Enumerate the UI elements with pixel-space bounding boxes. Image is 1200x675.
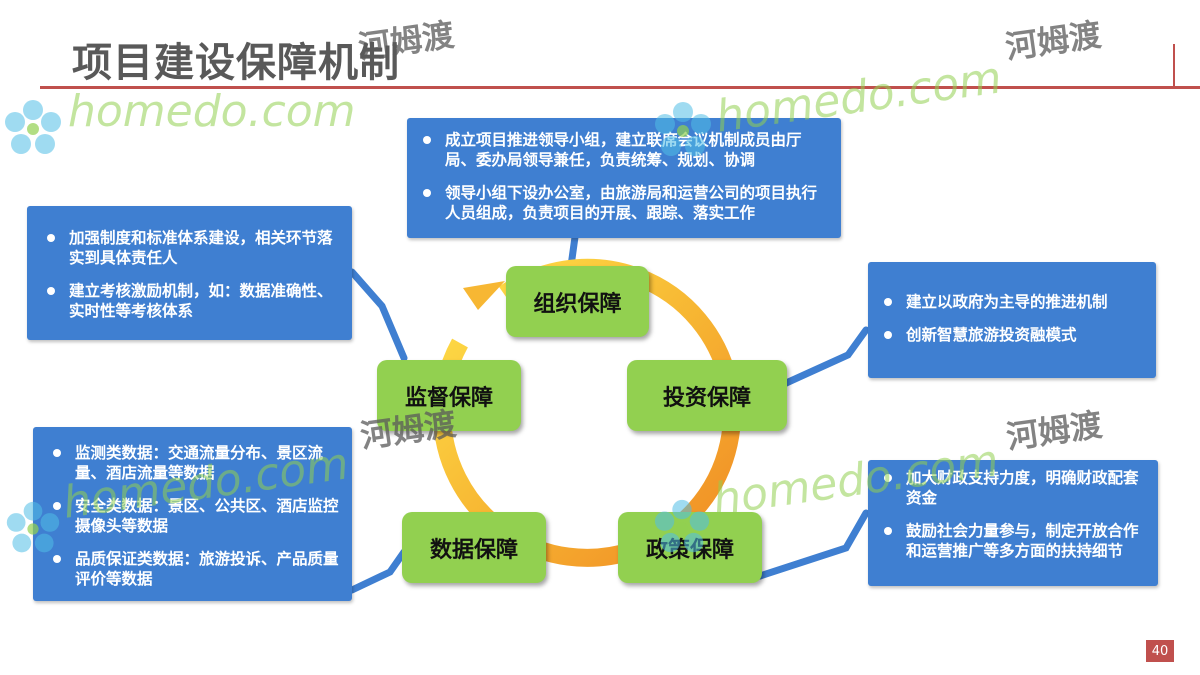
callout-org-item: 成立项目推进领导小组，建立联席会议机制成员由厅局、委办局领导兼任，负责统筹、规划… [421,130,831,170]
ring-arrowhead [463,281,505,310]
callout-org-item: 领导小组下设办公室，由旅游局和运营公司的项目执行人员组成，负责项目的开展、跟踪、… [421,183,831,223]
callout-supervise-item: 加强制度和标准体系建设，相关环节落实到具体责任人 [45,228,340,268]
callout-policy-item: 鼓励社会力量参与，制定开放合作和运营推广等多方面的扶持细节 [882,521,1148,561]
callout-policy: 加大财政支持力度，明确财政配套资金 鼓励社会力量参与，制定开放合作和运营推广等多… [868,460,1158,586]
node-data: 数据保障 [402,512,546,583]
callout-invest: 建立以政府为主导的推进机制 创新智慧旅游投资融模式 [868,262,1156,378]
callout-supervise-item: 建立考核激励机制，如：数据准确性、实时性等考核体系 [45,281,340,321]
page-title: 项目建设保障机制 [72,40,400,86]
node-policy: 政策保障 [618,512,762,583]
callout-invest-item: 创新智慧旅游投资融模式 [882,325,1146,345]
connector-data [348,548,408,594]
callout-invest-item: 建立以政府为主导的推进机制 [882,292,1146,312]
node-invest: 投资保障 [627,360,787,431]
page-number: 40 [1146,640,1174,662]
connector-supervise [348,268,408,362]
callout-supervise: 加强制度和标准体系建设，相关环节落实到具体责任人 建立考核激励机制，如：数据准确… [27,206,352,340]
callout-data-item: 监测类数据：交通流量分布、景区流量、酒店流量等数据 [51,443,342,483]
connector-invest [780,326,870,388]
callout-policy-item: 加大财政支持力度，明确财政配套资金 [882,468,1148,508]
callout-org: 成立项目推进领导小组，建立联席会议机制成员由厅局、委办局领导兼任，负责统筹、规划… [407,118,841,238]
title-right-bar [1173,44,1175,88]
title-underline [40,86,1200,89]
callout-data: 监测类数据：交通流量分布、景区流量、酒店流量等数据 安全类数据：景区、公共区、酒… [33,427,352,601]
callout-data-item: 安全类数据：景区、公共区、酒店监控摄像头等数据 [51,496,342,536]
connector-policy [756,509,870,580]
node-supervise: 监督保障 [377,360,521,431]
node-org: 组织保障 [506,266,649,337]
callout-data-item: 品质保证类数据：旅游投诉、产品质量评价等数据 [51,549,342,589]
